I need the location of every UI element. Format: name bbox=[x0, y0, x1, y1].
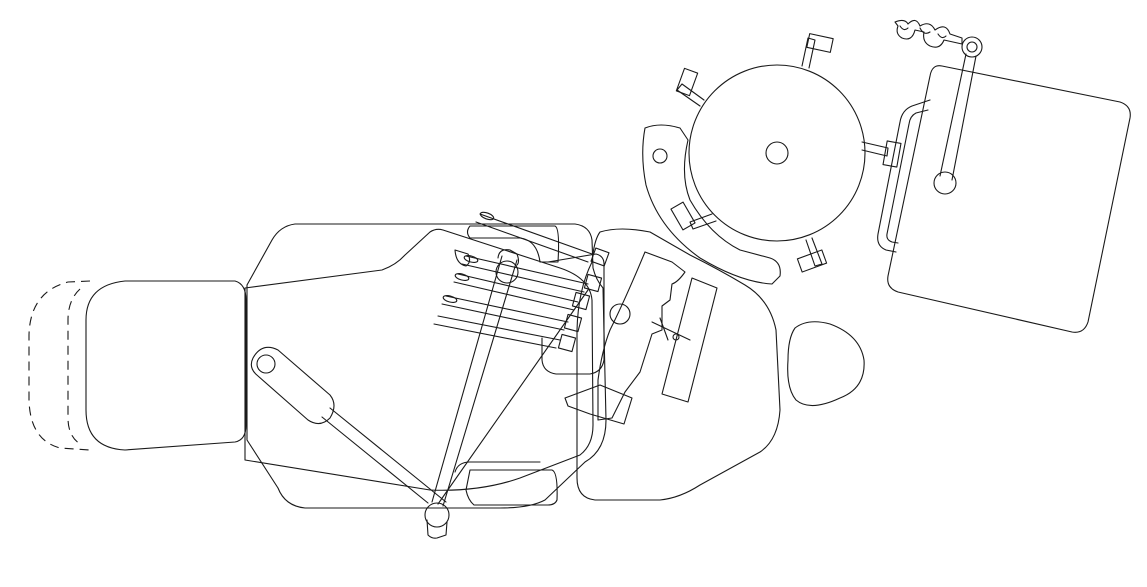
cuspidor-arm-hole bbox=[652, 148, 668, 164]
control-slot[interactable] bbox=[661, 277, 718, 403]
tray-arm[interactable] bbox=[933, 36, 983, 195]
cuspidor-tab-bottom bbox=[796, 237, 828, 273]
backrest-control-panel bbox=[597, 251, 686, 421]
foot-control-lever[interactable] bbox=[250, 346, 447, 504]
cuspidor-arm bbox=[642, 124, 781, 285]
instrument-handpiece-4[interactable] bbox=[441, 294, 583, 333]
headrest[interactable] bbox=[787, 321, 865, 407]
base-pivot bbox=[424, 502, 450, 539]
lower-bracket bbox=[465, 469, 558, 506]
instrument-handpiece-1[interactable] bbox=[475, 211, 610, 267]
cuspidor-tab-top bbox=[801, 33, 834, 69]
leg-rest-extension-inner-dashed bbox=[67, 288, 81, 445]
cuspidor-bowl bbox=[688, 64, 866, 242]
tray-ratchet-bar[interactable] bbox=[894, 19, 963, 48]
leg-rest bbox=[85, 280, 247, 451]
tray-table[interactable] bbox=[887, 65, 1131, 333]
control-slot-lever[interactable] bbox=[651, 317, 691, 341]
cuspidor-drain bbox=[765, 141, 789, 165]
chair-seat-outline bbox=[246, 223, 607, 509]
seat-pan bbox=[244, 228, 594, 491]
instrument-handpiece-3[interactable] bbox=[453, 272, 591, 311]
leg-rest-extension-dashed bbox=[28, 280, 91, 451]
delivery-arm[interactable] bbox=[431, 249, 589, 507]
instrument-handpiece-5[interactable] bbox=[433, 315, 577, 353]
backrest bbox=[576, 228, 781, 501]
instrument-holder-small[interactable] bbox=[564, 384, 633, 425]
cuspidor-tab-left bbox=[675, 67, 705, 107]
instrument-handpiece-2[interactable] bbox=[461, 254, 603, 293]
tray-table-handle[interactable] bbox=[877, 99, 931, 253]
lower-bracket-inner bbox=[454, 461, 541, 473]
backrest-knob[interactable] bbox=[609, 303, 631, 325]
control-slot-pin bbox=[672, 333, 680, 341]
cuspidor-tab-right bbox=[861, 140, 902, 168]
tray-ratchet-hooks bbox=[899, 25, 947, 39]
upper-bracket bbox=[466, 225, 560, 263]
cuspidor-tab-lower-left bbox=[670, 201, 717, 231]
